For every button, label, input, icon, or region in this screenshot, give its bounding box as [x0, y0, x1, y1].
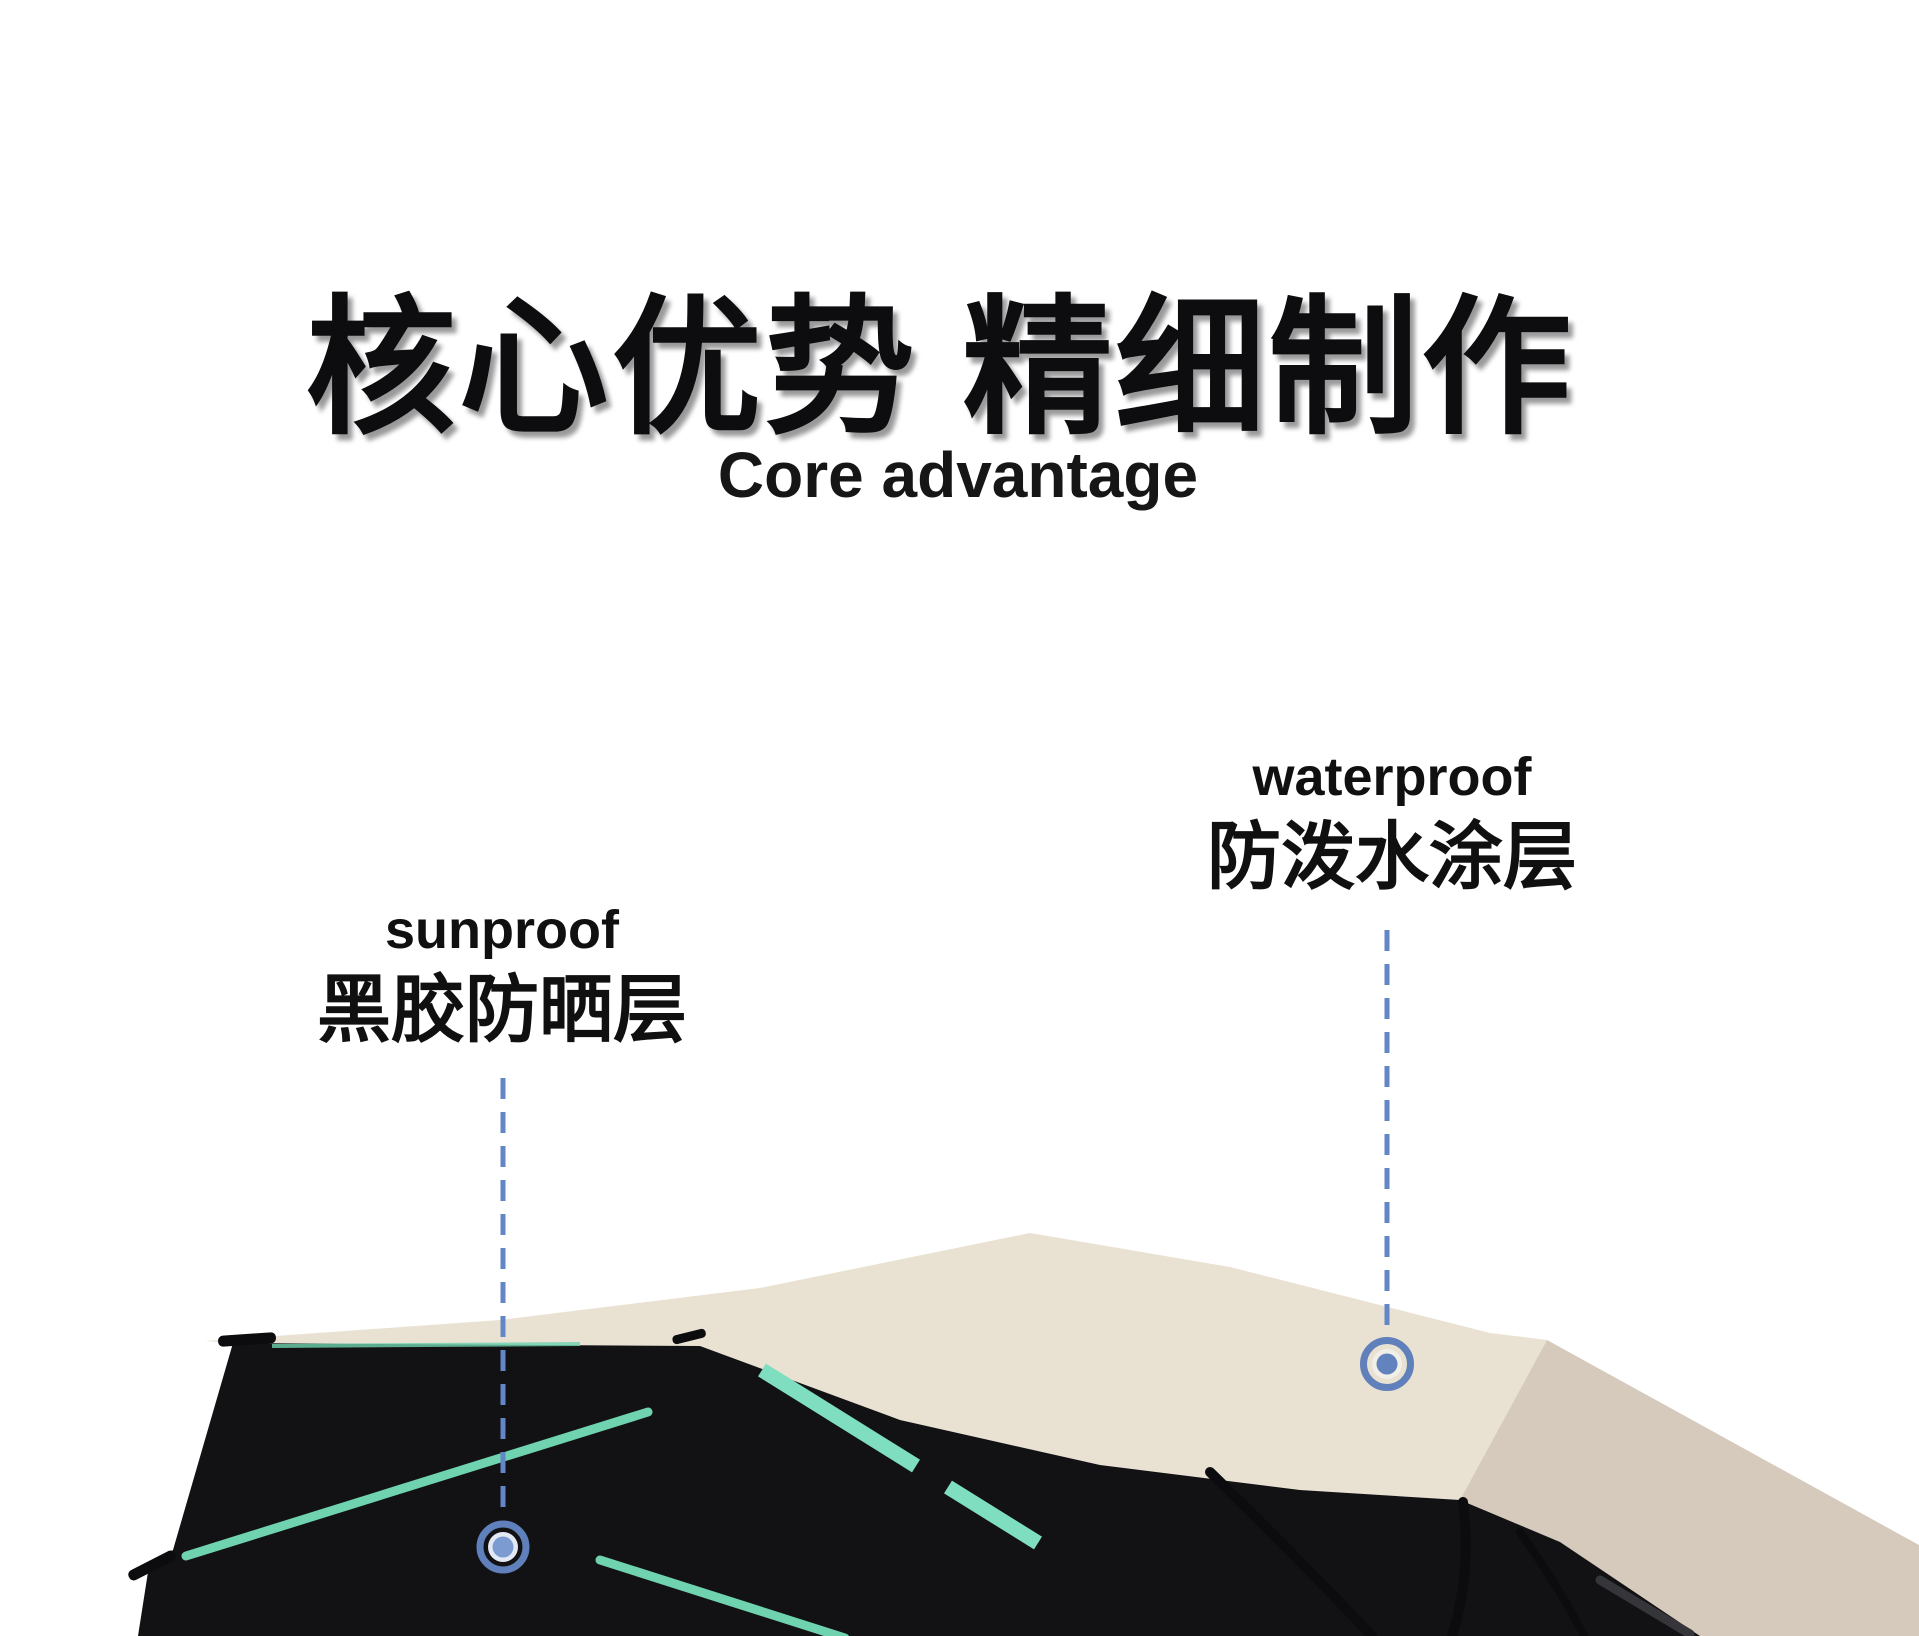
- rib-accent-line: [595, 1555, 850, 1636]
- page-subtitle: Core advantage: [717, 439, 1199, 512]
- callout-waterproof-zh: 防泼水涂层: [1207, 815, 1577, 898]
- rib-accent-dash: [758, 1363, 920, 1473]
- umbrella-rib: [1595, 1575, 1695, 1636]
- umbrella-underside: [138, 1343, 1700, 1636]
- page-title: 核心优势 精细制作: [305, 283, 1575, 452]
- marker-dot-waterproof: [1360, 1337, 1414, 1391]
- rib-accent-edge: [271, 1342, 581, 1348]
- callout-sunproof-zh: 黑胶防晒层: [317, 968, 687, 1051]
- umbrella-rib-tip: [218, 1332, 277, 1347]
- callout-sunproof: sunproof 黑胶防晒层: [317, 903, 687, 1047]
- umbrella-rib: [1447, 1497, 1471, 1636]
- marker-dot-sunproof: [476, 1520, 530, 1574]
- umbrella-rib: [1205, 1467, 1377, 1636]
- callout-sunproof-en: sunproof: [385, 900, 619, 960]
- umbrella-rib-tip: [672, 1328, 706, 1345]
- callout-waterproof-en: waterproof: [1252, 747, 1532, 807]
- rib-accent-dash: [944, 1480, 1042, 1550]
- rib-accent-line: [181, 1407, 653, 1561]
- callout-waterproof: waterproof 防泼水涂层: [1207, 750, 1577, 894]
- umbrella-rib: [1516, 1528, 1588, 1636]
- umbrella-canopy-top: [205, 1233, 1547, 1500]
- umbrella-canopy-side: [1460, 1340, 1919, 1636]
- umbrella-rib-tip: [128, 1550, 177, 1581]
